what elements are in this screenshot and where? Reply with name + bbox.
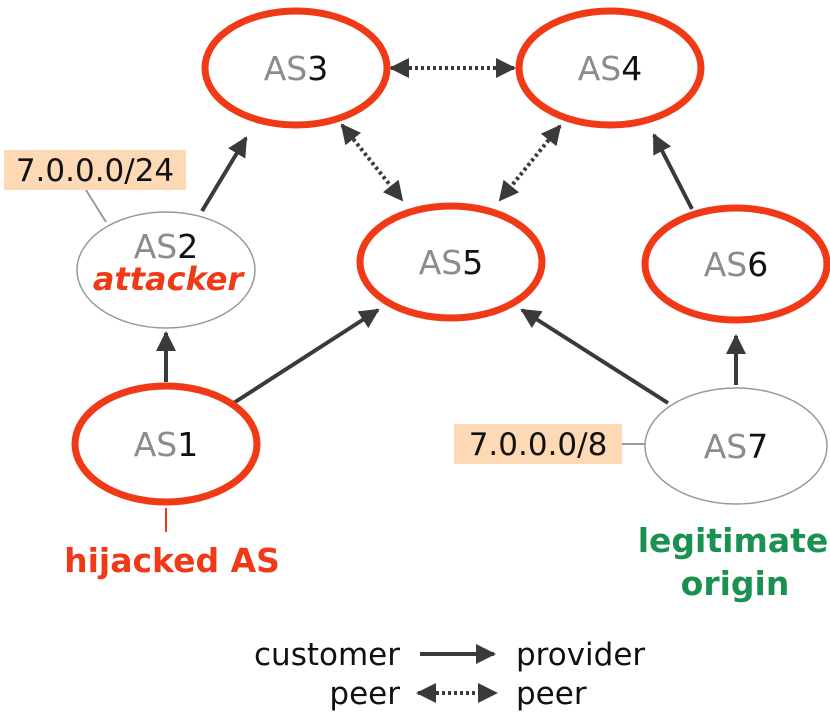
svg-text:AS2: AS2 [134,227,199,266]
as2-prefix: AS [134,227,178,266]
node-as1: AS1 [71,382,261,506]
tag-connector-as2 [85,189,107,223]
as1-prefix: AS [134,425,178,464]
as6-number: 6 [747,245,768,284]
as2-number: 2 [177,227,198,266]
as4-prefix: AS [578,49,622,88]
svg-text:AS7: AS7 [704,427,769,466]
as5-number: 5 [462,243,483,282]
as3-prefix: AS [264,49,308,88]
origin-label: origin [681,564,790,603]
legitimate-label: legitimate [638,521,829,560]
node-as2: AS2 attacker [76,211,256,329]
as6-prefix: AS [704,245,748,284]
svg-text:AS1: AS1 [134,425,199,464]
as5-prefix: AS [419,243,463,282]
as7-number: 7 [747,427,768,466]
svg-text:AS3: AS3 [264,49,329,88]
legend-peer-right: peer [516,676,587,712]
prefix-tag-origin: 7.0.0.0/8 [454,424,622,464]
svg-text:AS4: AS4 [578,49,643,88]
as3-number: 3 [307,49,328,88]
node-as6: AS6 [641,204,830,324]
svg-text:AS5: AS5 [419,243,484,282]
legend-provider: provider [516,637,645,673]
legend-peer-left: peer [329,676,400,712]
prefix-tag-attacker: 7.0.0.0/24 [4,150,186,190]
as1-number: 1 [177,425,198,464]
svg-text:AS6: AS6 [704,245,769,284]
attacker-label: attacker [93,260,246,298]
node-as5: AS5 [356,202,546,322]
customer-provider-edges [156,133,746,406]
prefix-attacker-text: 7.0.0.0/24 [16,153,174,189]
edge-as6-as4 [652,133,694,210]
as7-prefix: AS [704,427,748,466]
node-as4: AS4 [515,7,705,129]
edge-as1-as5 [230,308,380,406]
legend: customer provider peer peer [254,637,645,712]
edge-as4-as5 [498,124,562,202]
edge-as2-as3 [200,136,248,213]
node-as3: AS3 [201,7,391,129]
edge-as3-as5 [340,123,404,202]
prefix-origin-text: 7.0.0.0/8 [469,427,608,463]
node-as7: AS7 [644,387,828,505]
edge-as7-as5 [520,308,670,405]
legend-customer: customer [254,637,400,673]
hijacked-as-label: hijacked AS [64,541,280,580]
as4-number: 4 [621,49,642,88]
peer-edges [340,58,562,202]
